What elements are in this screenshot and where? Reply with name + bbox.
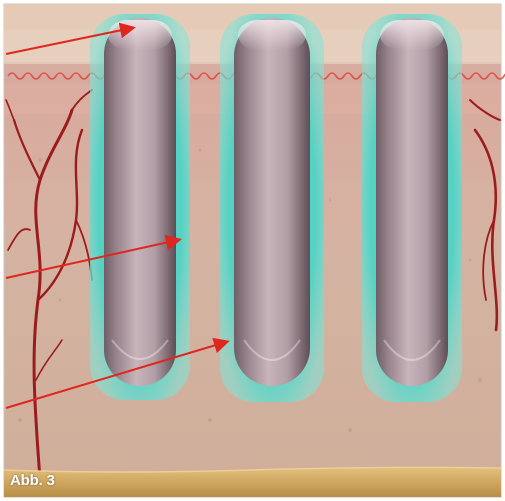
implant-3 xyxy=(362,14,462,402)
figure-label: Abb. 3 xyxy=(10,472,55,489)
implant-1 xyxy=(90,14,190,400)
implant-2 xyxy=(220,14,324,402)
